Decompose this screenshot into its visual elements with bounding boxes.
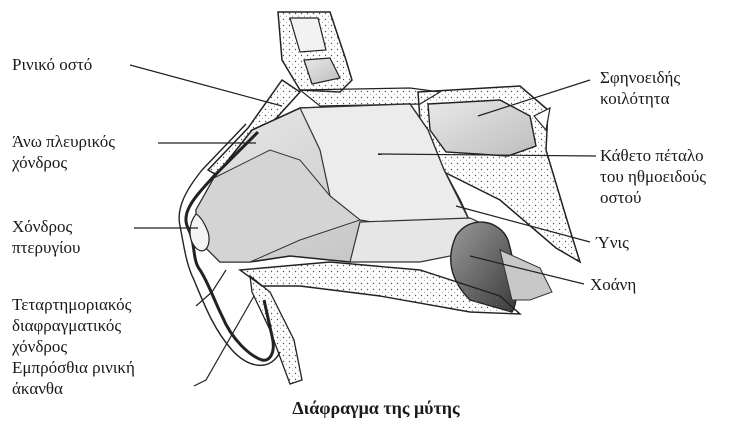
label-septal-cartilage: Τεταρτημοριακός διαφραγματικός χόνδρος xyxy=(12,294,131,357)
label-perpendicular-plate: Κάθετο πέταλο του ηθμοειδούς οστού xyxy=(600,145,706,208)
label-sphenoid-line1: Σφηνοειδής xyxy=(600,67,680,88)
leader-nasal-bone xyxy=(130,65,282,106)
label-perpendicular-line3: οστού xyxy=(600,187,706,208)
label-upper-lateral-cartilage: Άνω πλευρικός χόνδρος xyxy=(12,131,115,173)
label-nasal-bone: Ρινικό οστό xyxy=(12,54,92,75)
label-anterior-nasal-spine: Εμπρόσθια ρινική άκανθα xyxy=(12,357,135,399)
label-septal-line1: Τεταρτημοριακός xyxy=(12,294,131,315)
label-septal-line2: διαφραγματικός xyxy=(12,315,131,336)
label-alar-line1: Χόνδρος xyxy=(12,216,80,237)
label-alar-line2: πτερυγίου xyxy=(12,237,80,258)
label-upper-lateral-line1: Άνω πλευρικός xyxy=(12,131,115,152)
label-vomer: Ύνις xyxy=(596,232,629,253)
label-spine-line1: Εμπρόσθια ρινική xyxy=(12,357,135,378)
label-alar-cartilage: Χόνδρος πτερυγίου xyxy=(12,216,80,258)
label-choana-text: Χοάνη xyxy=(590,275,636,294)
label-sphenoid-sinus: Σφηνοειδής κοιλότητα xyxy=(600,67,680,109)
label-upper-lateral-line2: χόνδρος xyxy=(12,152,115,173)
label-vomer-text: Ύνις xyxy=(596,233,629,252)
label-perpendicular-line2: του ηθμοειδούς xyxy=(600,166,706,187)
label-nasal-bone-line1: Ρινικό οστό xyxy=(12,55,92,74)
label-sphenoid-line2: κοιλότητα xyxy=(600,88,680,109)
label-choana: Χοάνη xyxy=(590,274,636,295)
label-septal-line3: χόνδρος xyxy=(12,336,131,357)
label-perpendicular-line1: Κάθετο πέταλο xyxy=(600,145,706,166)
figure-caption: Διάφραγμα της μύτης xyxy=(0,398,752,419)
label-spine-line2: άκανθα xyxy=(12,378,135,399)
